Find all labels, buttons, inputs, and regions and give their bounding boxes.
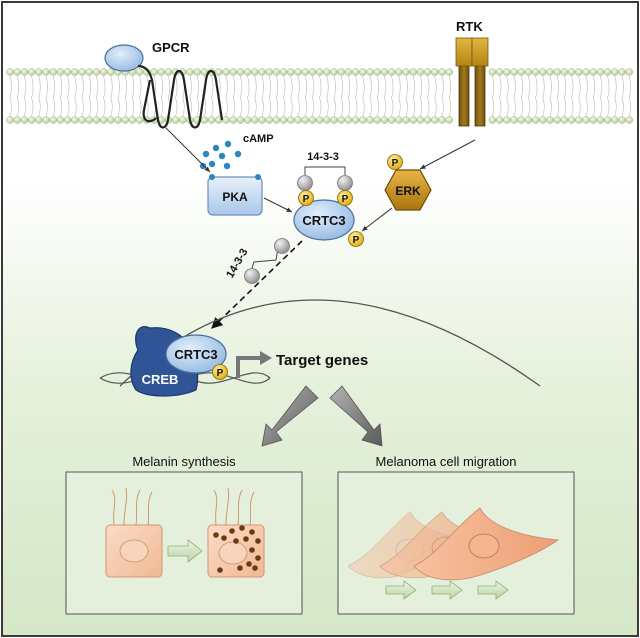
arrow-gpcr-pka: [165, 127, 211, 173]
phosphate-group: P: [348, 231, 364, 247]
creb-label: CREB: [142, 372, 179, 387]
melanocyte-before: [105, 487, 163, 578]
svg-text:P: P: [217, 368, 224, 379]
svg-text:P: P: [303, 194, 310, 205]
phosphate-group: P: [337, 190, 353, 206]
protein-1433-left-bracket: [251, 247, 279, 269]
melanin-panel-title: Melanin synthesis: [132, 454, 236, 469]
migrating-cell: [413, 507, 560, 581]
pka-protein: [207, 174, 263, 216]
cell-membrane: [6, 68, 633, 124]
arrow-rtk-erk: [419, 139, 476, 170]
gpcr-label: GPCR: [152, 40, 190, 55]
transcription-arrow: [236, 356, 262, 378]
melanin-panel: [65, 471, 303, 615]
melanin-granule: [213, 525, 261, 573]
rtk-receptor: [455, 37, 489, 127]
svg-text:P: P: [392, 158, 399, 169]
protein-1433-left-b: [244, 268, 260, 284]
crtc3-cytoplasm: [293, 199, 355, 241]
outcome-arrow-right: [329, 385, 383, 447]
phosphate-group: P: [212, 364, 228, 380]
outcome-arrow-left: [261, 385, 319, 447]
rtk-label: RTK: [456, 19, 483, 34]
pka-label: PKA: [222, 190, 248, 204]
svg-text:P: P: [353, 235, 360, 246]
crtc3-cytoplasm-label: CRTC3: [302, 213, 345, 228]
svg-text:P: P: [342, 194, 349, 205]
protein-1433-top-a: [297, 175, 313, 191]
target-genes-label: Target genes: [276, 352, 368, 369]
protein-1433-top-label: 14-3-3: [307, 151, 339, 163]
transcription-arrow-head: [260, 351, 272, 365]
camp-molecules: [199, 140, 242, 170]
crtc3-nucleus-label: CRTC3: [174, 347, 217, 362]
melanin-process-arrow: [167, 539, 203, 563]
arrow-pka-crtc3: [263, 197, 293, 213]
protein-1433-left-a: [274, 238, 290, 254]
gpcr-receptor: [104, 44, 224, 129]
camp-label: cAMP: [243, 133, 274, 145]
migration-direction-arrows: [385, 580, 509, 600]
erk-label: ERK: [395, 184, 421, 198]
arrow-crtc3-translocation: [211, 240, 303, 329]
crtc3-nucleus: [165, 334, 227, 374]
arrow-erk-crtc3: [361, 207, 393, 232]
protein-1433-top-b: [337, 175, 353, 191]
phosphate-group: P: [298, 190, 314, 206]
phosphate-group: P: [387, 154, 403, 170]
migration-panel-title: Melanoma cell migration: [376, 454, 517, 469]
protein-1433-top-bracket: [304, 166, 346, 175]
erk-protein: [384, 169, 432, 211]
